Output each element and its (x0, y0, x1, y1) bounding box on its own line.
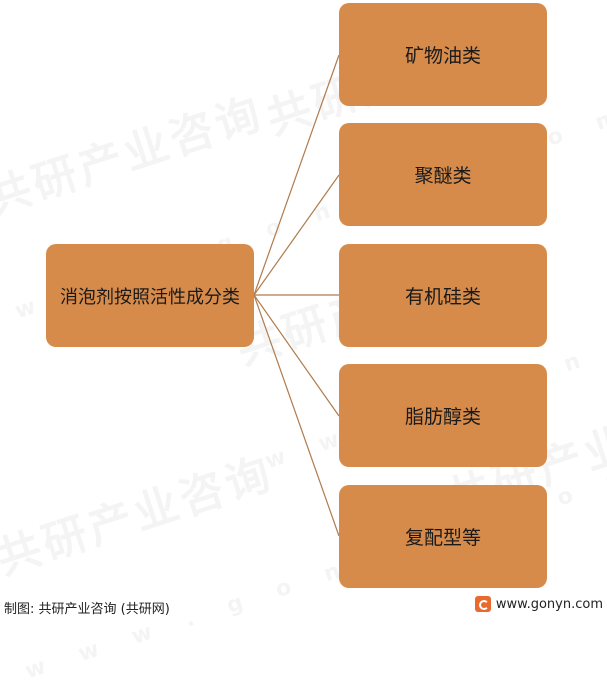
footer: 制图: 共研产业咨询 (共研网) www.gonyn.com (0, 592, 607, 622)
root-node-label: 消泡剂按照活性成分类 (60, 286, 240, 308)
source-caption: 制图: 共研产业咨询 (共研网) (4, 602, 170, 617)
child-node: 矿物油类 (339, 3, 547, 106)
child-node-label: 脂肪醇类 (404, 406, 481, 428)
root-node: 消泡剂按照活性成分类 (46, 244, 254, 347)
child-node-label: 复配型等 (404, 527, 481, 549)
child-node: 聚醚类 (339, 123, 547, 226)
child-node: 有机硅类 (339, 244, 547, 347)
site-url: www.gonyn.com (495, 596, 603, 612)
child-node: 复配型等 (339, 485, 547, 588)
child-node-label: 矿物油类 (404, 45, 481, 67)
connector-line (253, 294, 340, 537)
child-node-label: 有机硅类 (404, 286, 481, 308)
child-node: 脂肪醇类 (339, 364, 547, 467)
connector-line (253, 294, 340, 417)
child-node-label: 聚醚类 (414, 165, 472, 187)
connector-lines (253, 54, 340, 537)
connector-line (253, 54, 340, 296)
gonyn-logo-icon (474, 596, 491, 612)
brand: www.gonyn.com (474, 596, 603, 612)
connector-line (253, 174, 340, 296)
